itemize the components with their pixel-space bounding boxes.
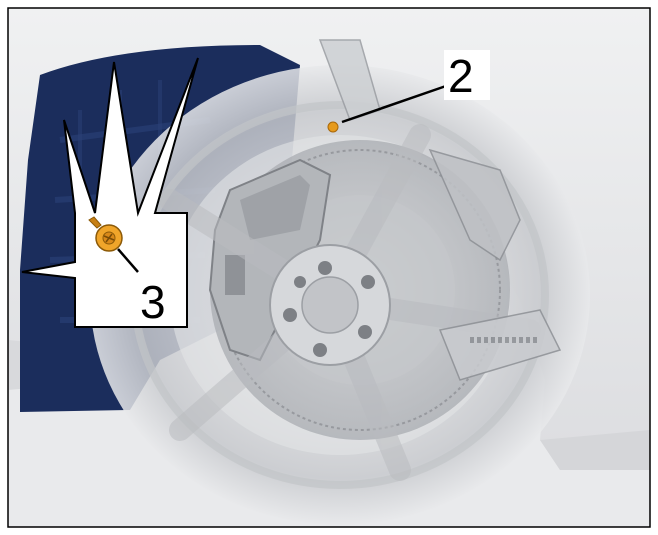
callout-3-label: 3 xyxy=(140,276,166,328)
wheel-hub xyxy=(269,244,391,366)
callout-3-leader xyxy=(117,248,139,273)
detail-view: 3 xyxy=(21,57,199,328)
suspension-components xyxy=(318,39,562,381)
callout-2-label: 2 xyxy=(448,50,474,102)
callout-2-leader xyxy=(341,84,447,124)
callout-2: 2 xyxy=(444,50,490,102)
diagram-frame xyxy=(7,7,651,528)
fastener-2-marker xyxy=(327,121,339,133)
screw-icon xyxy=(88,216,123,252)
